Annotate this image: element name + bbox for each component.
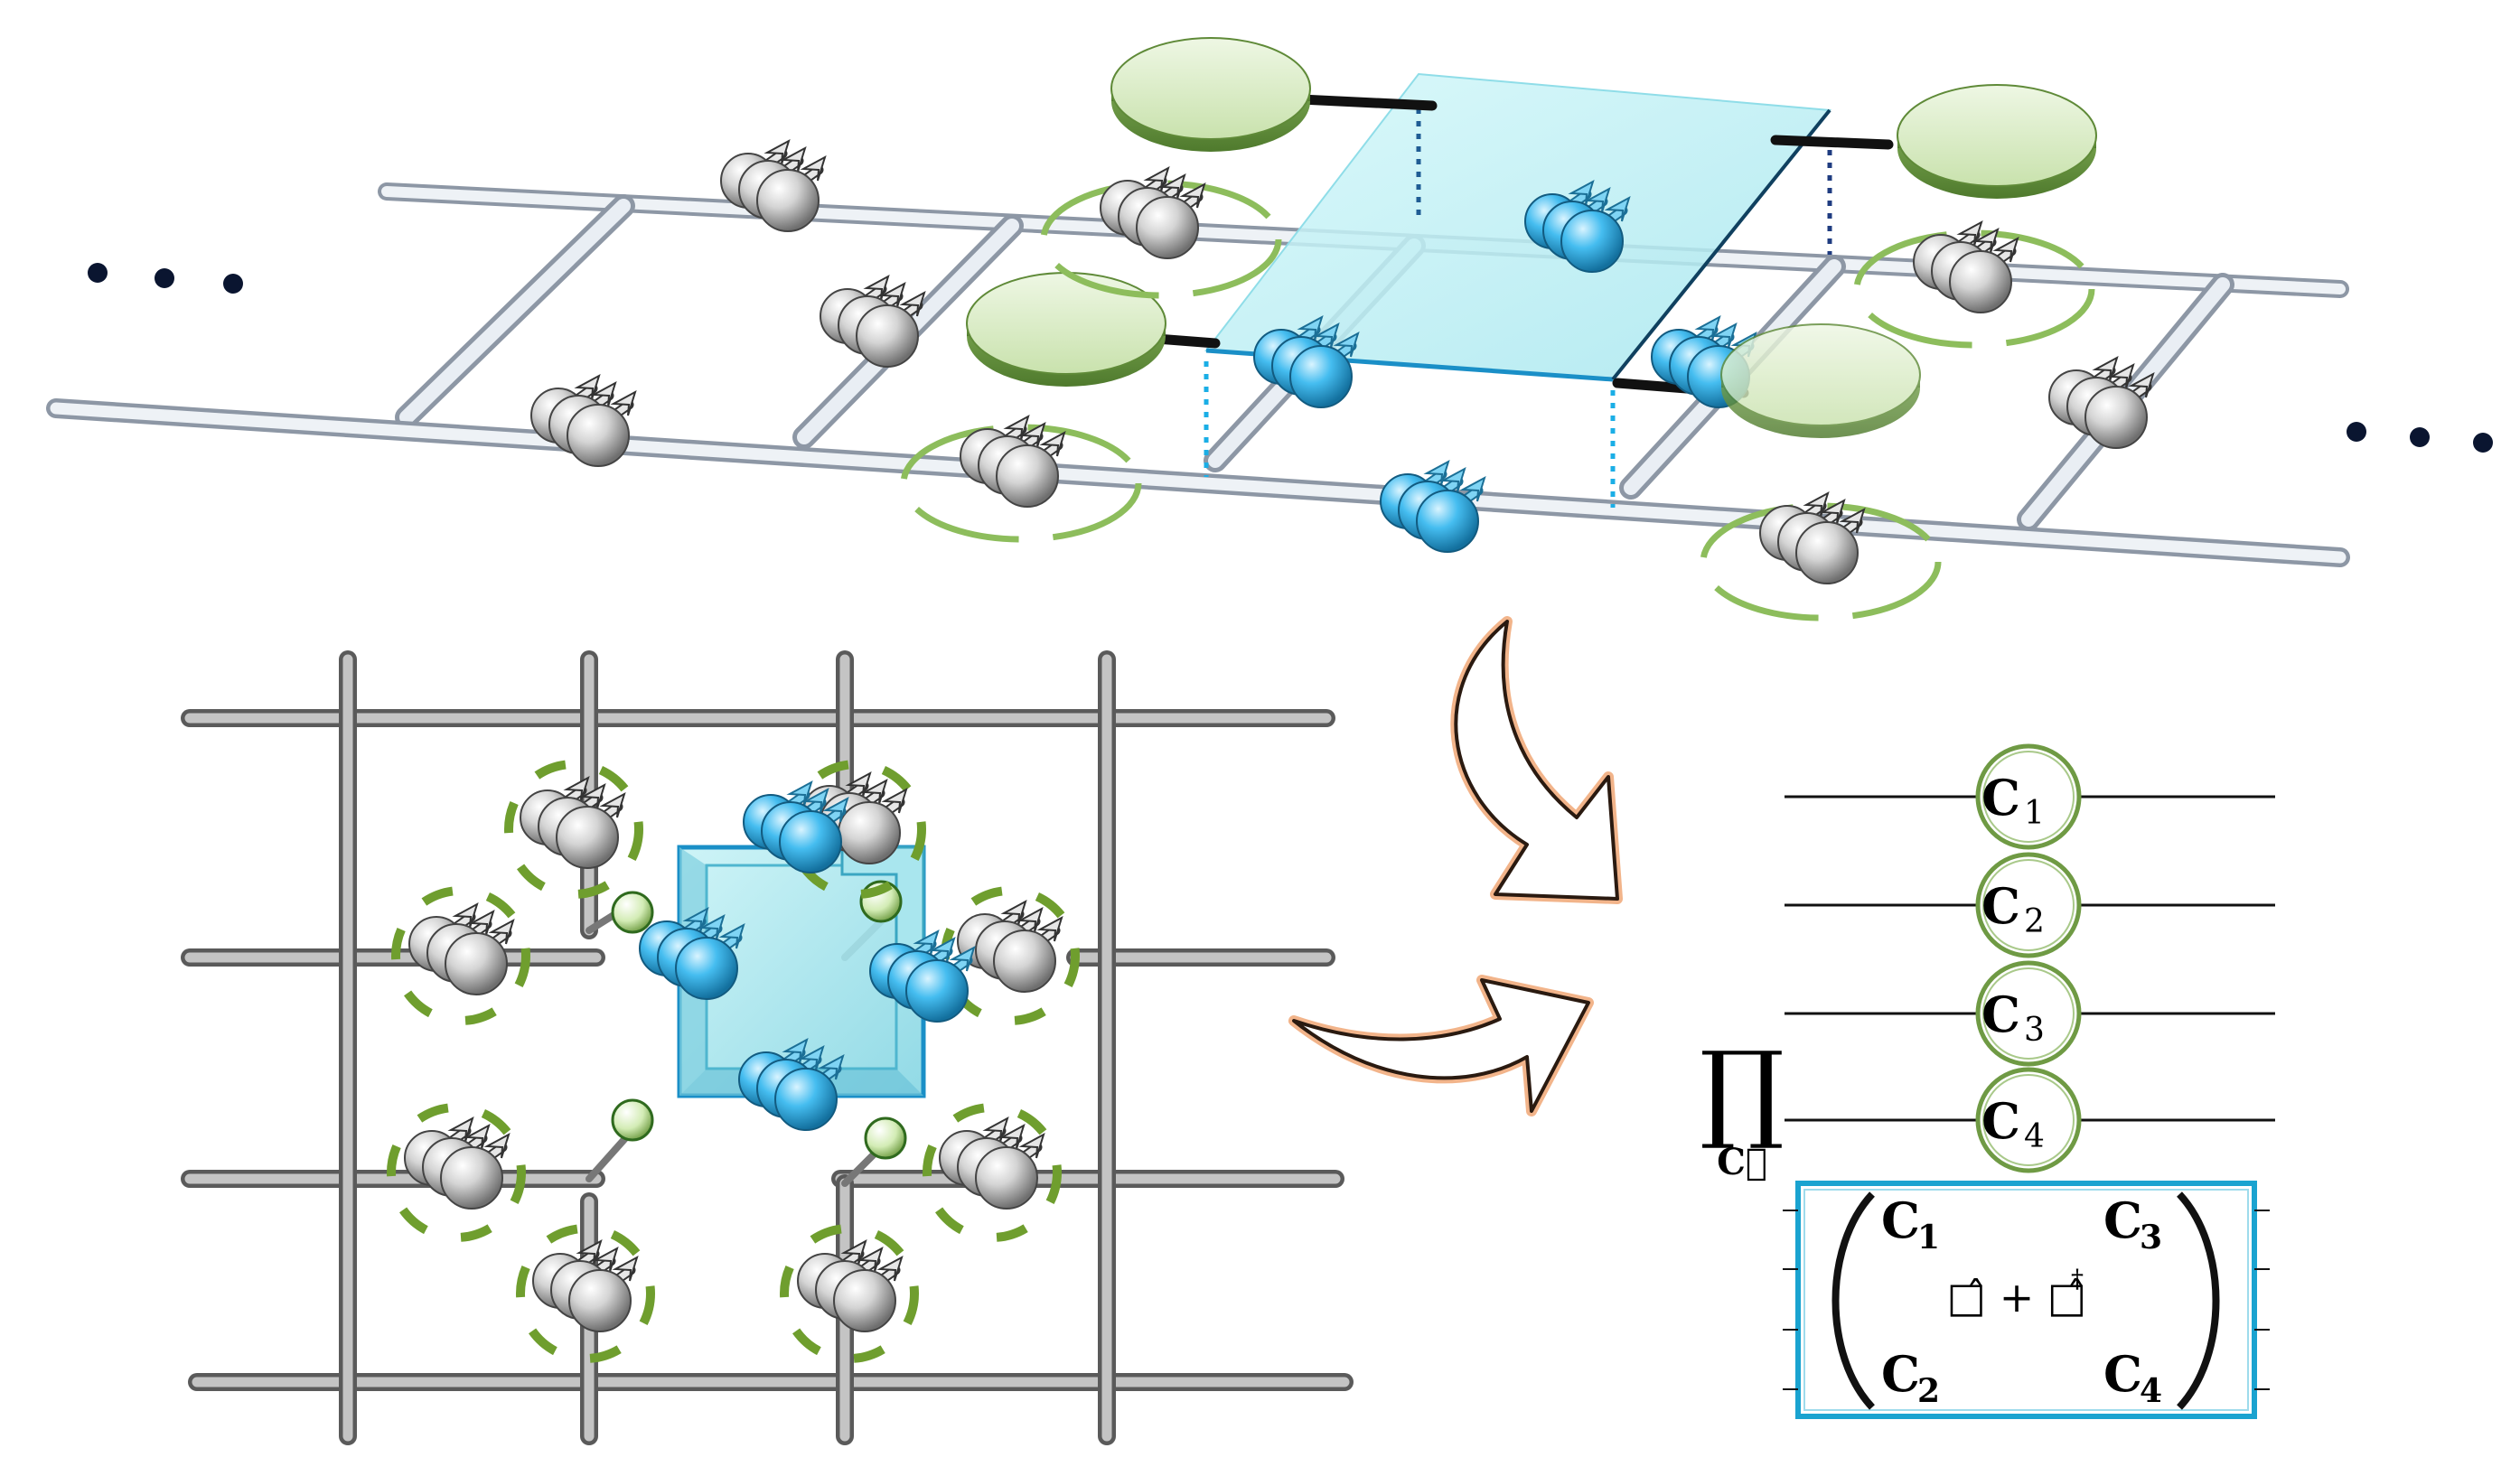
product-symbol: ∏ [1700,1028,1785,1153]
spin-site-gray [405,1118,509,1209]
spin-site-gray [533,1241,637,1331]
spin-site-gray [1101,168,1204,258]
gate-c2: C 2 [1975,852,2082,958]
matrix-entry-top-left: C 1 [1881,1191,1940,1256]
spin-site-gray [531,376,635,466]
svg-text:C: C [1981,769,2020,827]
svg-text:2: 2 [1917,1372,1940,1410]
control-disk [1897,84,2097,200]
product-subscript: C⃗ [1717,1141,1767,1183]
gate-c3: C 3 [1975,960,2082,1067]
svg-text:2: 2 [2024,903,2045,940]
spin-site-gray [409,904,513,995]
svg-text:3: 3 [2024,1012,2045,1049]
svg-text:4: 4 [2024,1118,2045,1155]
svg-text:3: 3 [2140,1219,2162,1256]
link-node [864,1116,907,1160]
svg-text:1: 1 [1917,1219,1940,1256]
svg-text:†: † [2071,1264,2084,1294]
matrix-entry-center: □̂ + □̂ † [1947,1264,2087,1322]
spin-site-gray [798,1241,902,1331]
svg-text:1: 1 [2024,795,2045,832]
control-disk [1110,37,1311,153]
spin-site-blue [1381,462,1485,552]
ellipsis-icon-right [2347,422,2493,453]
svg-text:C: C [1881,1191,1920,1249]
svg-text:C: C [1981,986,2020,1043]
spin-site-gray [820,276,924,367]
top-ladder [46,37,2493,618]
svg-text:C: C [1981,877,2020,935]
link-node [611,1098,654,1142]
matrix-entry-bottom-right: C 4 [2103,1345,2162,1410]
plaquette-edge [1611,108,1831,381]
matrix-entry-bottom-left: C 2 [1881,1345,1940,1410]
rung [395,194,635,429]
matrix-paren-left [1831,1191,1875,1410]
control-disk [966,272,1166,388]
matrix-paren-right [2177,1191,2220,1410]
spin-site-gray [520,778,624,868]
svg-text:4: 4 [2140,1372,2162,1410]
disk-connector [1770,135,1894,150]
plaquette-operator-box: C 1 C 3 □̂ + □̂ † C 2 C 4 [1783,1181,2270,1419]
spin-site-gray [958,901,1062,992]
disk-connector [1296,94,1438,111]
matrix-entry-top-right: C 3 [2103,1191,2162,1256]
control-disk [1720,323,1921,439]
link-node [611,891,654,934]
gate-c4: C 4 [1975,1067,2082,1173]
curved-arrow-icon [1288,975,1594,1116]
square-lattice [181,650,1354,1445]
curved-arrow-icon [1450,616,1623,904]
quantum-circuit: C 1 C 2 C 3 C 4 ∏ C⃗ [1700,743,2275,1419]
svg-text:C: C [2103,1345,2142,1403]
svg-text:C: C [1981,1092,2020,1150]
svg-text:C: C [1881,1345,1920,1403]
svg-text:C: C [2103,1191,2142,1249]
front-rail [46,398,2350,567]
gate-c1: C 1 [1975,743,2082,850]
svg-text:□̂ + □̂: □̂ + □̂ [1947,1273,2087,1322]
ellipsis-icon-left [88,263,243,294]
spin-site-gray [940,1118,1044,1209]
disk-connector [1151,333,1221,349]
